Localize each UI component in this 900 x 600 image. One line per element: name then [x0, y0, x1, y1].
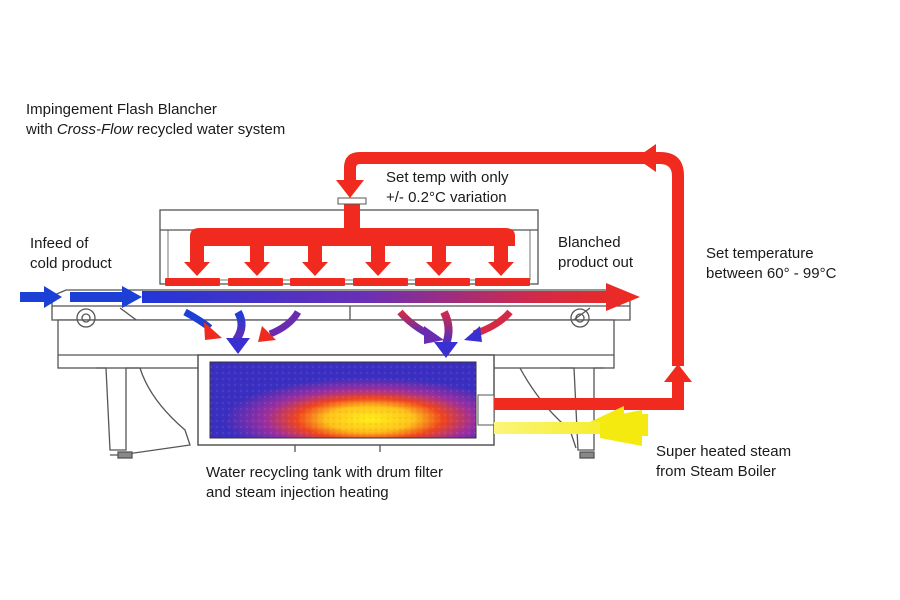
label-tank-1: Water recycling tank with drum filter — [206, 464, 443, 481]
label-set-temp-1: Set temp with only — [386, 169, 509, 186]
label-infeed-1: Infeed of — [30, 235, 89, 252]
title-line-1: Impingement Flash Blancher — [26, 101, 217, 118]
hot-water-manifold — [165, 200, 530, 286]
infeed-arrows — [20, 286, 142, 308]
label-temp-range-2: between 60° - 99°C — [706, 265, 837, 282]
label-steam-1: Super heated steam — [656, 443, 791, 460]
label-blanched-1: Blanched — [558, 234, 621, 251]
left-drain-flows — [183, 308, 302, 354]
water-recycling-tank — [197, 354, 495, 446]
hot-water-return-loop — [336, 144, 692, 410]
infeed-arrow-1 — [20, 286, 62, 308]
label-steam-2: from Steam Boiler — [656, 463, 776, 480]
infeed-arrow-2 — [70, 286, 142, 308]
product-belt-flow-arrow — [142, 283, 640, 311]
label-temp-range-1: Set temperature — [706, 245, 814, 262]
title-line-2: with Cross-Flow recycled water system — [25, 121, 285, 138]
diagram-labels: Impingement Flash Blancher with Cross-Fl… — [25, 101, 837, 501]
label-set-temp-2: +/- 0.2°C variation — [386, 189, 507, 206]
label-tank-2: and steam injection heating — [206, 484, 389, 501]
right-drain-flows — [397, 309, 513, 358]
label-infeed-2: cold product — [30, 255, 113, 272]
label-blanched-2: product out — [558, 254, 634, 271]
